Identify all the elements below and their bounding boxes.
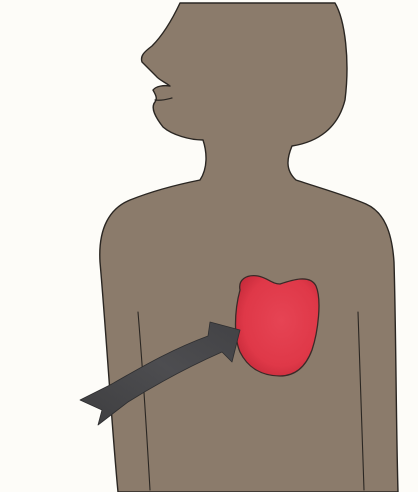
heart-shape — [236, 276, 319, 376]
person-silhouette — [100, 3, 398, 492]
